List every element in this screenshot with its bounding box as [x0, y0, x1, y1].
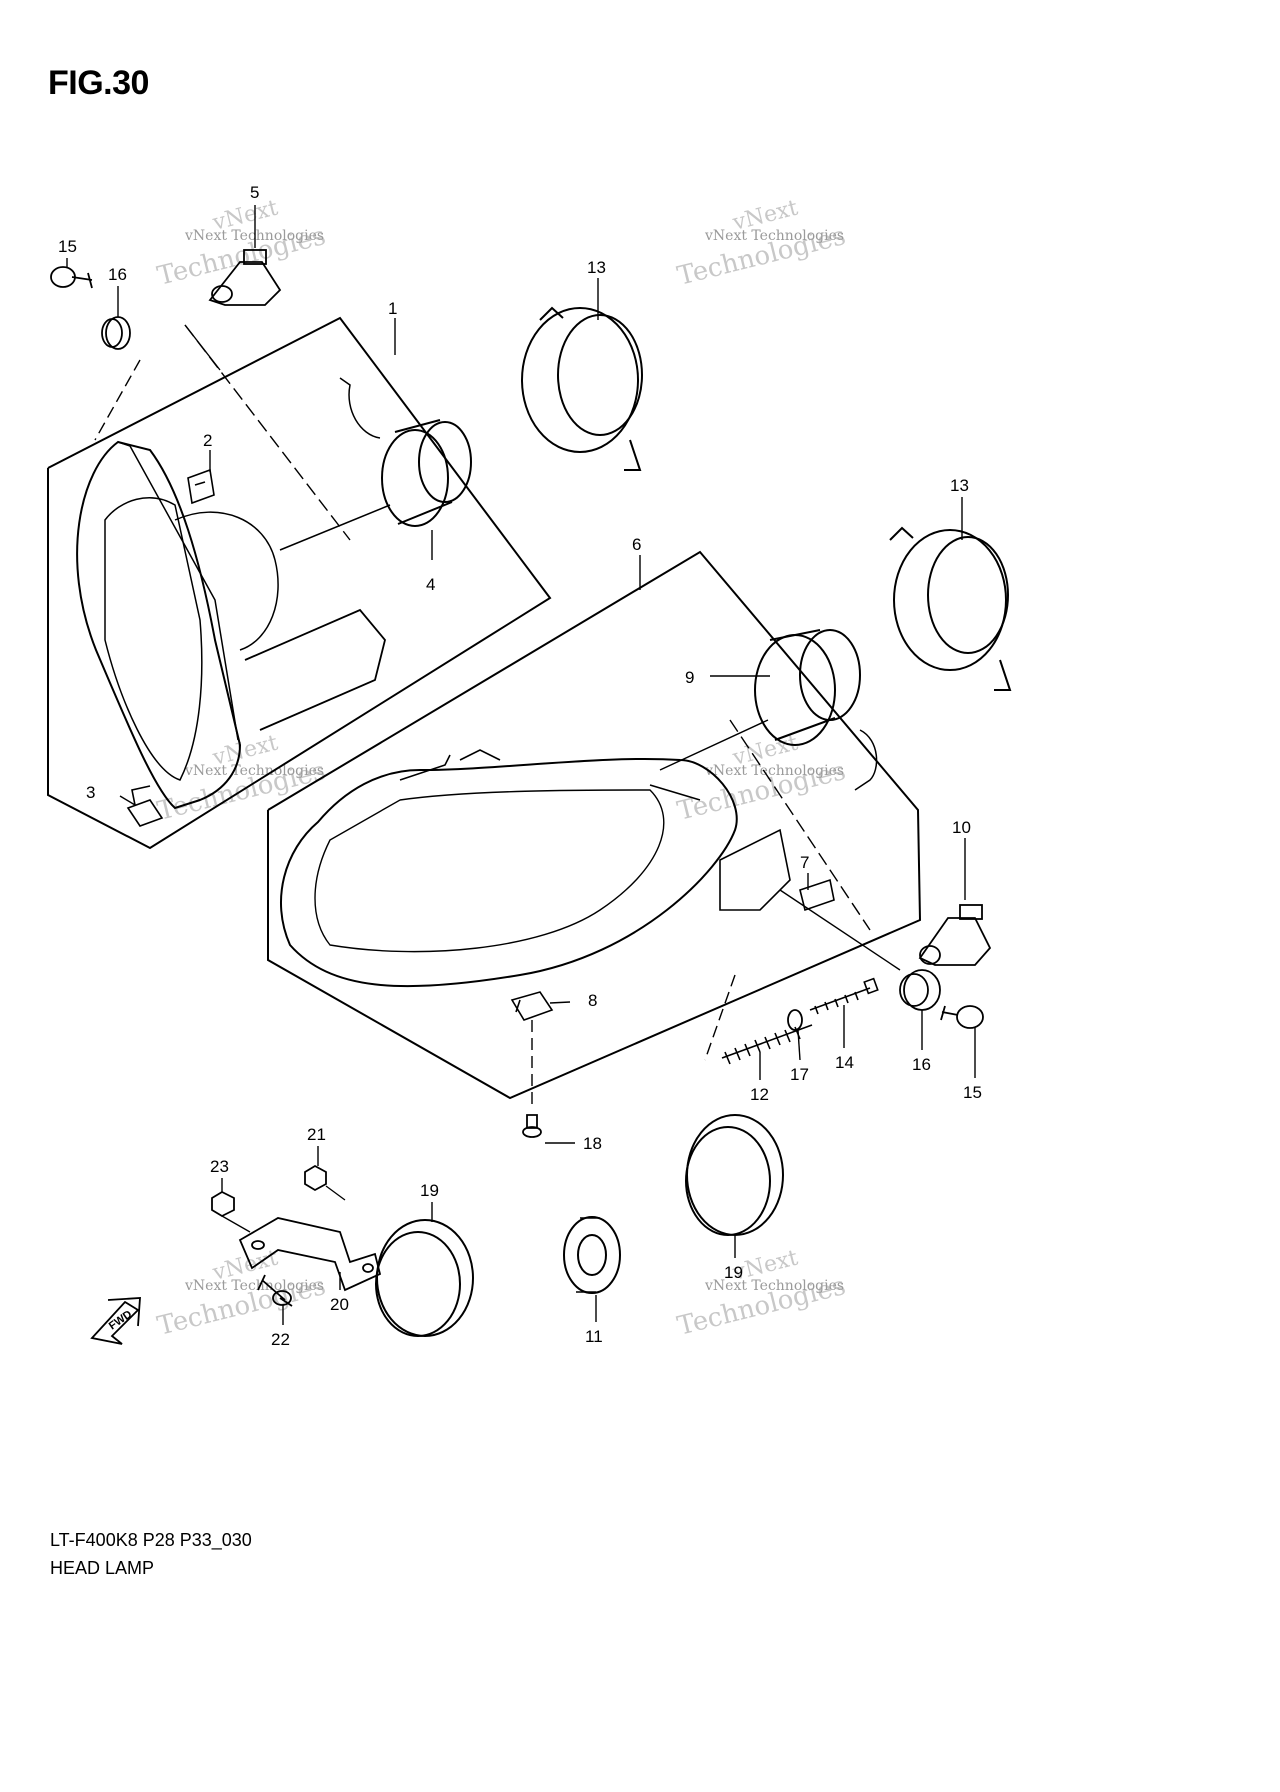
bolt-15-top [50, 266, 93, 289]
rim-13-top [521, 306, 643, 471]
figure-code: LT-F400K8 P28 P33_030 [50, 1530, 252, 1550]
callout-17: 17 [790, 1065, 809, 1084]
watermark-mid-right: Technologies vNext vNext Technologies [674, 731, 848, 827]
figure-name: HEAD LAMP [50, 1558, 155, 1578]
fwd-arrow-icon: FWD [90, 1297, 141, 1345]
grommet-16-right [899, 969, 941, 1011]
svg-text:vNext Technologies: vNext Technologies [184, 1278, 324, 1294]
callout-20: 20 [330, 1295, 349, 1314]
grommet-16-top [101, 316, 131, 350]
left-lamp-rear-bulge [174, 511, 279, 651]
reflector-19-right [685, 1114, 784, 1236]
callout-19-left: 19 [420, 1181, 439, 1200]
screw-18 [522, 1114, 542, 1138]
leader-9-to-10 [729, 719, 871, 931]
svg-text:vNext Technologies: vNext Technologies [704, 1278, 844, 1294]
callout-13-top: 13 [587, 258, 606, 277]
dash-leader-16 [94, 359, 141, 441]
right-lamp-top-tabs [399, 749, 701, 801]
washer-17 [787, 1009, 803, 1031]
svg-text:vNext Technologies: vNext Technologies [704, 763, 844, 779]
lower-bracket-group [211, 1164, 382, 1307]
clip-3 [126, 785, 164, 827]
leader-4-to-lamp [279, 504, 391, 551]
callout-7: 7 [800, 853, 809, 872]
nut-21 [304, 1164, 327, 1192]
rim-13-right [889, 526, 1012, 691]
left-lamp-frame-edge [117, 441, 239, 741]
bolt-15-right [940, 1005, 984, 1029]
watermark-bottom-right: Technologies vNext vNext Technologies [674, 1246, 848, 1342]
bolt-22 [257, 1274, 293, 1307]
callout-4: 4 [426, 575, 435, 594]
clip-7 [799, 878, 835, 912]
callout-8: 8 [588, 991, 597, 1010]
callout-10: 10 [952, 818, 971, 837]
callout-1: 1 [388, 299, 397, 318]
grommet-11 [563, 1216, 621, 1294]
callout-11: 11 [585, 1327, 603, 1346]
callout-16-right: 16 [912, 1055, 931, 1074]
bulb-5 [208, 249, 282, 306]
bracket-20 [238, 1217, 382, 1292]
right-lamp-lens-inner [314, 789, 665, 953]
callout-13-right: 13 [950, 476, 969, 495]
callout-leaders [66, 205, 976, 1325]
watermark-bottom-left: Technologies vNext vNext Technologies [154, 1246, 328, 1342]
figure-title: FIG.30 [48, 64, 149, 102]
left-lamp-bracket [244, 608, 386, 731]
socket-4 [339, 377, 472, 527]
right-headlamp-assembly [267, 550, 922, 1110]
callout-12: 12 [750, 1085, 769, 1104]
callout-22: 22 [271, 1330, 290, 1349]
callout-6: 6 [632, 535, 641, 554]
leader-9-housing [659, 719, 769, 771]
nut-23 [211, 1190, 235, 1218]
callout-15-top: 15 [58, 237, 77, 256]
left-lamp-reflector [104, 497, 203, 781]
callout-18: 18 [583, 1134, 602, 1153]
callout-16-top: 16 [108, 265, 127, 284]
leader-10-line [779, 889, 901, 971]
socket-9 [754, 629, 878, 791]
svg-text:vNext Technologies: vNext Technologies [184, 228, 324, 244]
left-headlamp-assembly [47, 316, 552, 850]
reflector-19-left [375, 1219, 474, 1337]
callout-21: 21 [307, 1125, 326, 1144]
clip-8 [510, 991, 554, 1021]
callout-2: 2 [203, 431, 212, 450]
svg-text:vNext Technologies: vNext Technologies [704, 228, 844, 244]
watermark-group: Technologies vNext vNext Technologies Te… [154, 196, 848, 1342]
left-lamp-housing [76, 440, 242, 810]
dash-leader-12 [704, 974, 736, 1061]
callout-3: 3 [86, 783, 95, 802]
callout-5: 5 [250, 183, 259, 202]
callout-23: 23 [210, 1157, 229, 1176]
watermark-top-right: Technologies vNext vNext Technologies [674, 196, 848, 292]
right-lamp-rear-block [719, 828, 791, 911]
screw-14 [809, 977, 879, 1015]
callout-15-right: 15 [963, 1083, 982, 1102]
bulb-10 [918, 904, 992, 966]
leader-1-edge [184, 324, 221, 371]
callout-9: 9 [685, 668, 694, 687]
right-assembly-outline [267, 550, 922, 1100]
right-lamp-housing [279, 758, 738, 988]
svg-text:vNext Technologies: vNext Technologies [184, 763, 324, 779]
watermark-top-left: Technologies vNext vNext Technologies [154, 196, 328, 292]
clip-2 [187, 468, 215, 505]
callout-19-right: 19 [724, 1263, 743, 1282]
left-assembly-outline [47, 316, 552, 850]
callout-14: 14 [835, 1053, 854, 1072]
callout-labels: 1 2 3 4 5 6 7 8 9 10 11 12 13 13 14 15 1… [58, 183, 982, 1349]
